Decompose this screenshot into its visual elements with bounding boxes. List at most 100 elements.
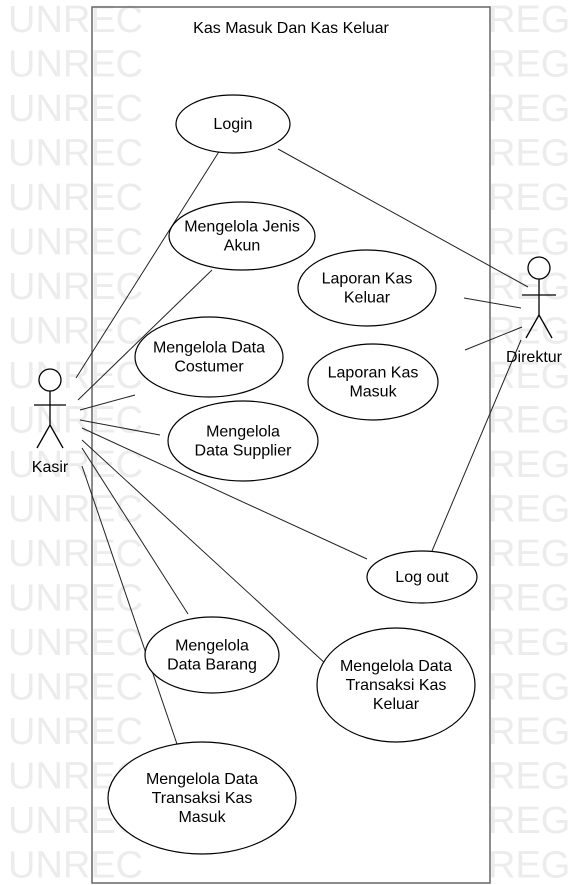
- watermark-right: REGIST: [488, 88, 569, 130]
- use-case-ellipse: [175, 94, 291, 154]
- association-kasir-costumer: [79, 394, 136, 411]
- use-case-label: Mengelola: [175, 638, 249, 655]
- watermark-right: REGIST: [488, 622, 569, 664]
- association-direktur-logout: [431, 339, 522, 552]
- watermark-left: UNREC: [8, 222, 143, 264]
- use-case-label: Costumer: [174, 359, 244, 376]
- watermark-left: UNREC: [8, 489, 143, 531]
- watermark-left: UNREC: [8, 355, 143, 397]
- use-case-ellipse: [316, 627, 476, 743]
- use-case-label: Mengelola Data: [146, 771, 258, 788]
- use-case-label: Mengelola: [206, 424, 280, 441]
- use-case-label: Log out: [395, 569, 449, 586]
- association-kasir-trx_masuk: [81, 465, 179, 748]
- watermark-right: REGIST: [488, 756, 569, 798]
- watermark-left: UNREC: [8, 711, 143, 753]
- watermark-left: UNREC: [8, 400, 143, 442]
- watermark-left: UNREC: [8, 177, 143, 219]
- watermark-right: REGIST: [488, 845, 569, 885]
- watermark-right: REGIST: [488, 578, 569, 620]
- use-case-login[interactable]: Login: [175, 94, 291, 154]
- watermark-right: REGIST: [488, 400, 569, 442]
- watermark-left: UNREC: [8, 266, 143, 308]
- use-case-ellipse: [107, 741, 297, 855]
- use-case-ellipse: [307, 343, 439, 421]
- watermark-left: UNREC: [8, 578, 143, 620]
- use-case-ellipse: [366, 550, 478, 604]
- use-case-label: Masuk: [349, 384, 397, 401]
- actor-direktur-leg-right: [538, 314, 553, 339]
- actor-kasir[interactable]: [34, 368, 66, 449]
- use-case-label: Mengelola Data: [153, 340, 265, 357]
- use-case-label: Laporan Kas: [322, 271, 413, 288]
- use-case-label: Keluar: [373, 696, 420, 713]
- watermark-right: REGIST: [488, 489, 569, 531]
- use-case-logout[interactable]: Log out: [366, 550, 478, 604]
- watermark-right: REGIST: [488, 711, 569, 753]
- use-case-label: Akun: [224, 238, 260, 255]
- watermark-right: REGIST: [488, 355, 569, 397]
- use-case-label: Data Barang: [167, 657, 257, 674]
- use-case-label: Transaksi Kas: [346, 677, 447, 694]
- watermark-left: UNREC: [8, 533, 143, 575]
- association-kasir-barang: [81, 447, 189, 615]
- watermark-right: REGIST: [488, 800, 569, 842]
- association-direktur-lap_keluar: [463, 297, 522, 309]
- association-kasir-jenis_akun: [77, 269, 213, 401]
- actor-kasir-head: [38, 368, 62, 392]
- watermark-left: UNREC: [8, 622, 143, 664]
- watermark-right: REGIST: [488, 177, 569, 219]
- watermark-left: UNREC: [8, 88, 143, 130]
- actor-kasir-leg-right: [49, 424, 64, 449]
- association-kasir-trx_keluar: [81, 439, 328, 666]
- use-case-ellipse: [167, 400, 319, 482]
- watermark-right: REGIST: [488, 44, 569, 86]
- use-case-label: Masuk: [178, 809, 226, 826]
- association-direktur-lap_masuk: [464, 326, 523, 351]
- watermark-left: UNREC: [8, 845, 143, 885]
- use-case-ellipse: [134, 316, 284, 398]
- watermark-left: UNREC: [8, 667, 143, 709]
- associations: [75, 148, 529, 748]
- use-case-label: Login: [213, 116, 252, 133]
- watermark-left: UNREC: [8, 133, 143, 175]
- watermark-right: REGIST: [488, 222, 569, 264]
- actor-kasir-leg-left: [36, 424, 51, 449]
- use-case-label: Laporan Kas: [328, 365, 419, 382]
- watermark-right: REGIST: [488, 133, 569, 175]
- use-case-label: Mengelola Jenis: [184, 219, 300, 236]
- association-kasir-login: [75, 149, 221, 379]
- system-boundary: [91, 6, 491, 884]
- use-case-label: Keluar: [344, 290, 391, 307]
- association-kasir-logout: [81, 427, 368, 560]
- actor-direktur-head: [527, 256, 551, 280]
- watermark-right: REGIST: [488, 667, 569, 709]
- actor-direktur[interactable]: [522, 256, 556, 339]
- watermark-left: UNREC: [8, 311, 143, 353]
- use-case-ellipse: [144, 616, 280, 694]
- use-case-label: Data Supplier: [195, 443, 293, 460]
- watermark-right: REGIST: [488, 311, 569, 353]
- actor-direktur-label: Direktur: [506, 349, 563, 366]
- watermark-left: UNREC: [8, 444, 143, 486]
- watermark-right: REGIST: [488, 444, 569, 486]
- watermark-layer: UNREC REGIST UNREC REGIST UNREC REGIST UNREC RE…: [8, 0, 569, 885]
- use-case-ellipse: [297, 249, 437, 327]
- watermark-left: UNREC: [8, 44, 143, 86]
- system-title: Kas Masuk Dan Kas Keluar: [193, 20, 389, 37]
- actor-direktur-leg-left: [525, 314, 540, 339]
- actor-kasir-label: Kasir: [32, 459, 69, 476]
- use-case-label: Transaksi Kas: [152, 790, 253, 807]
- watermark-right: REGIST: [488, 0, 569, 41]
- use-case-ellipse: [168, 201, 316, 271]
